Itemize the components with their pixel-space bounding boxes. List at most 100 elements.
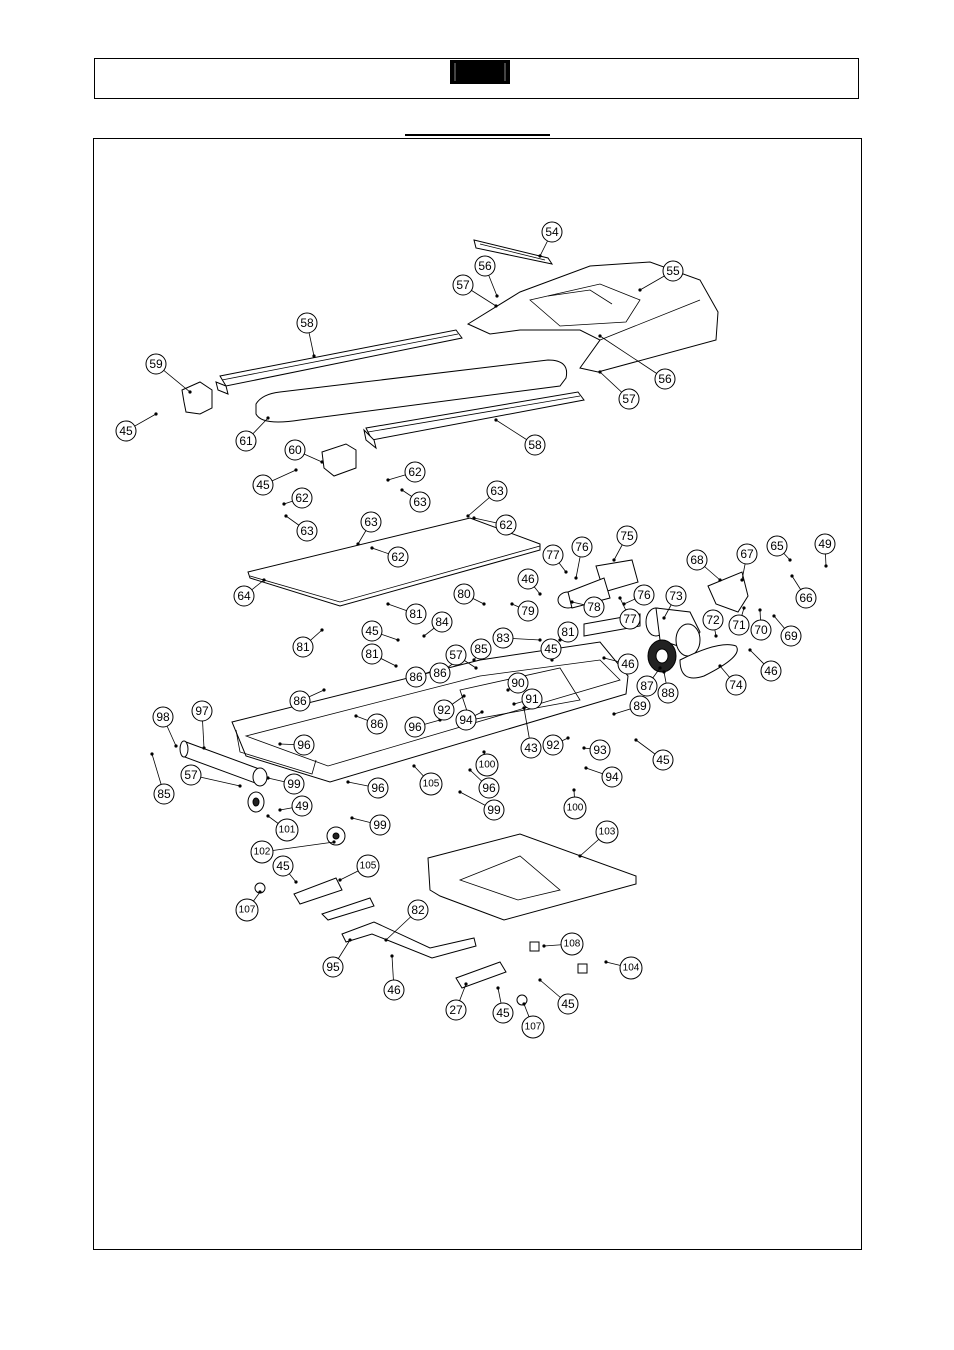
callout-108: 108 (560, 932, 584, 956)
callout-number: 61 (239, 434, 253, 448)
callout-54: 54 (541, 221, 563, 243)
callout-circle (360, 511, 382, 533)
callout-circle (445, 644, 467, 666)
callout-63: 63 (296, 520, 318, 542)
motor-cover (707, 571, 749, 613)
callout-number: 46 (764, 664, 778, 678)
callout-number: 99 (487, 803, 501, 817)
callout-circle (521, 1015, 545, 1039)
callout-number: 91 (525, 692, 539, 706)
callout-circle (636, 675, 658, 697)
callout-circle (542, 734, 564, 756)
callout-number: 100 (479, 760, 496, 771)
callout-67: 67 (736, 543, 758, 565)
callout-number: 81 (409, 607, 423, 621)
callout-58: 58 (524, 434, 546, 456)
callout-circle (766, 535, 788, 557)
leader-end-45 (154, 412, 158, 416)
incline-arm (321, 897, 477, 959)
callout-circle (662, 260, 684, 282)
callout-27: 27 (445, 999, 467, 1021)
callout-number: 85 (474, 642, 488, 656)
callout-number: 49 (818, 537, 832, 551)
callout-circle (665, 585, 687, 607)
callout-105: 105 (419, 772, 443, 796)
side-rail-left (215, 329, 463, 395)
leader-end-98 (174, 744, 178, 748)
callout-number: 102 (254, 847, 271, 858)
callout-number: 57 (622, 392, 636, 406)
callout-number: 99 (287, 777, 301, 791)
callout-circle (571, 536, 593, 558)
callout-number: 96 (371, 781, 385, 795)
callout-45: 45 (252, 474, 274, 496)
leader-end-94 (584, 766, 588, 770)
leader-line-56 (599, 335, 666, 380)
callout-circle (492, 627, 514, 649)
callout-number: 99 (373, 818, 387, 832)
callout-79: 79 (517, 600, 539, 622)
callout-number: 105 (360, 861, 377, 872)
leader-end-27 (464, 982, 468, 986)
header-section-tab (450, 60, 510, 84)
main-frame (231, 641, 629, 783)
callout-number: 55 (666, 264, 680, 278)
leader-end-107 (258, 890, 262, 894)
callout-number: 107 (239, 905, 256, 916)
callout-46: 46 (517, 568, 539, 590)
leader-end-103 (578, 854, 582, 858)
callout-104: 104 (619, 956, 643, 980)
callout-circle (617, 653, 639, 675)
callout-number: 82 (411, 903, 425, 917)
callout-107: 107 (235, 898, 259, 922)
callout-number: 77 (546, 548, 560, 562)
callout-105: 105 (356, 854, 380, 878)
leader-end-46 (602, 656, 606, 660)
callout-76: 76 (633, 584, 655, 606)
callout-99: 99 (369, 814, 391, 836)
callout-number: 90 (511, 676, 525, 690)
callout-circle (409, 491, 431, 513)
callout-circle (557, 993, 579, 1015)
callout-circle (541, 221, 563, 243)
callout-number: 45 (496, 1006, 510, 1020)
callout-circle (629, 695, 651, 717)
running-deck (255, 359, 568, 423)
callout-number: 46 (521, 572, 535, 586)
callout-number: 108 (564, 939, 581, 950)
callout-number: 72 (706, 613, 720, 627)
callout-107: 107 (521, 1015, 545, 1039)
leader-end-45 (294, 468, 298, 472)
callout-63: 63 (409, 491, 431, 513)
callout-number: 57 (184, 768, 198, 782)
callout-circle (296, 312, 318, 334)
leader-end-105 (412, 764, 416, 768)
callout-45: 45 (540, 638, 562, 660)
callout-56: 56 (474, 255, 496, 277)
callout-number: 100 (567, 803, 584, 814)
callout-number: 78 (587, 600, 601, 614)
callout-circle (252, 474, 274, 496)
callout-81: 81 (292, 636, 314, 658)
callout-circle (275, 818, 299, 842)
callout-circle (291, 487, 313, 509)
callout-number: 45 (561, 997, 575, 1011)
leader-end-100 (482, 750, 486, 754)
callout-circle (453, 583, 475, 605)
leader-end-55 (638, 288, 642, 292)
diagram-frame (93, 138, 862, 1250)
callout-number: 60 (288, 443, 302, 457)
leader-end-61 (266, 416, 270, 420)
leader-end-57 (238, 784, 242, 788)
leader-end-90 (506, 688, 510, 692)
wheel-left (247, 791, 265, 813)
callout-number: 89 (633, 699, 647, 713)
callout-circle (283, 773, 305, 795)
leader-end-45 (496, 986, 500, 990)
callout-circle (601, 766, 623, 788)
callout-circle (235, 898, 259, 922)
side-rail-right (363, 391, 585, 450)
callout-circle (387, 546, 409, 568)
link-bar-27 (455, 961, 507, 989)
callout-circle (563, 796, 587, 820)
